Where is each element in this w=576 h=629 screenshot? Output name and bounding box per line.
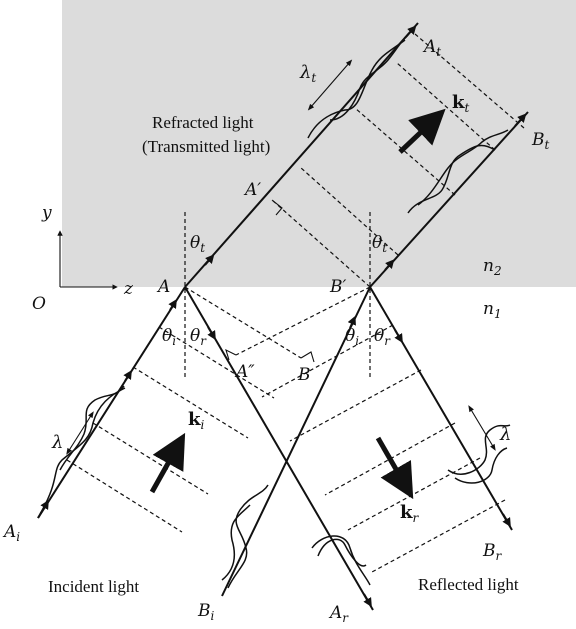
point-Ai-label: Ai xyxy=(2,522,20,544)
transmitted-ray-B-prime xyxy=(369,111,529,288)
transmitted-wavefronts xyxy=(271,33,525,288)
point-A-label: A xyxy=(156,277,170,297)
lambda-t-indicator xyxy=(307,59,353,111)
z-axis-label: z xyxy=(123,279,134,299)
point-Bt-label: Bt xyxy=(531,130,550,152)
ki-label: ki xyxy=(188,409,204,432)
theta-i-label-A: θi xyxy=(162,326,176,348)
point-A-prime-label: A′ xyxy=(243,180,261,200)
incident-wavefronts xyxy=(66,286,302,533)
lambda-r-label: λ xyxy=(499,424,511,445)
lambda-t-label: λt xyxy=(299,62,316,85)
ki-arrow xyxy=(149,432,186,494)
theta-r-label-B-prime: θr xyxy=(374,326,391,348)
reflected-ray-A xyxy=(184,286,374,611)
incident-light-label: Incident light xyxy=(48,577,139,596)
lambda-i-indicator xyxy=(66,411,94,455)
y-axis-label: y xyxy=(41,203,52,223)
medium-n2-region xyxy=(62,0,576,287)
point-A-double-prime-label: A″ xyxy=(234,362,255,382)
theta-t-label-A: θt xyxy=(190,233,205,255)
point-B-prime-label: B′ xyxy=(329,277,346,297)
reflected-light-label: Reflected light xyxy=(418,575,519,594)
n2-label: n2 xyxy=(483,256,502,278)
lambda-i-label: λ xyxy=(51,432,63,453)
kr-label: kr xyxy=(400,502,419,525)
theta-t-label-B-prime: θt xyxy=(372,233,387,255)
kt-label: kt xyxy=(452,92,469,115)
point-Br-label: Br xyxy=(482,541,503,563)
point-At-label: At xyxy=(422,37,441,59)
transmitted-ray-A xyxy=(184,22,419,288)
origin-label: O xyxy=(32,294,46,314)
incident-ray-B-prime xyxy=(221,286,371,597)
point-B-label: B xyxy=(297,365,311,385)
theta-r-label-A: θr xyxy=(190,326,207,348)
right-angle-markers xyxy=(225,199,315,363)
point-Bi-label: Bi xyxy=(197,601,215,623)
incident-ray-A xyxy=(37,286,186,519)
reflected-wavefronts xyxy=(235,286,506,573)
n1-label: n1 xyxy=(483,299,502,321)
lambda-r-indicator xyxy=(468,405,496,451)
rays xyxy=(37,22,529,611)
kt-arrow xyxy=(398,108,446,154)
transmitted-light-label: (Transmitted light) xyxy=(142,137,270,156)
point-Ar-label: Ar xyxy=(328,603,349,625)
refracted-light-label: Refracted light xyxy=(152,113,254,132)
theta-i-label-B-prime: θi xyxy=(345,326,359,348)
kr-arrow xyxy=(375,436,414,500)
reflected-ray-B-prime xyxy=(369,286,513,531)
